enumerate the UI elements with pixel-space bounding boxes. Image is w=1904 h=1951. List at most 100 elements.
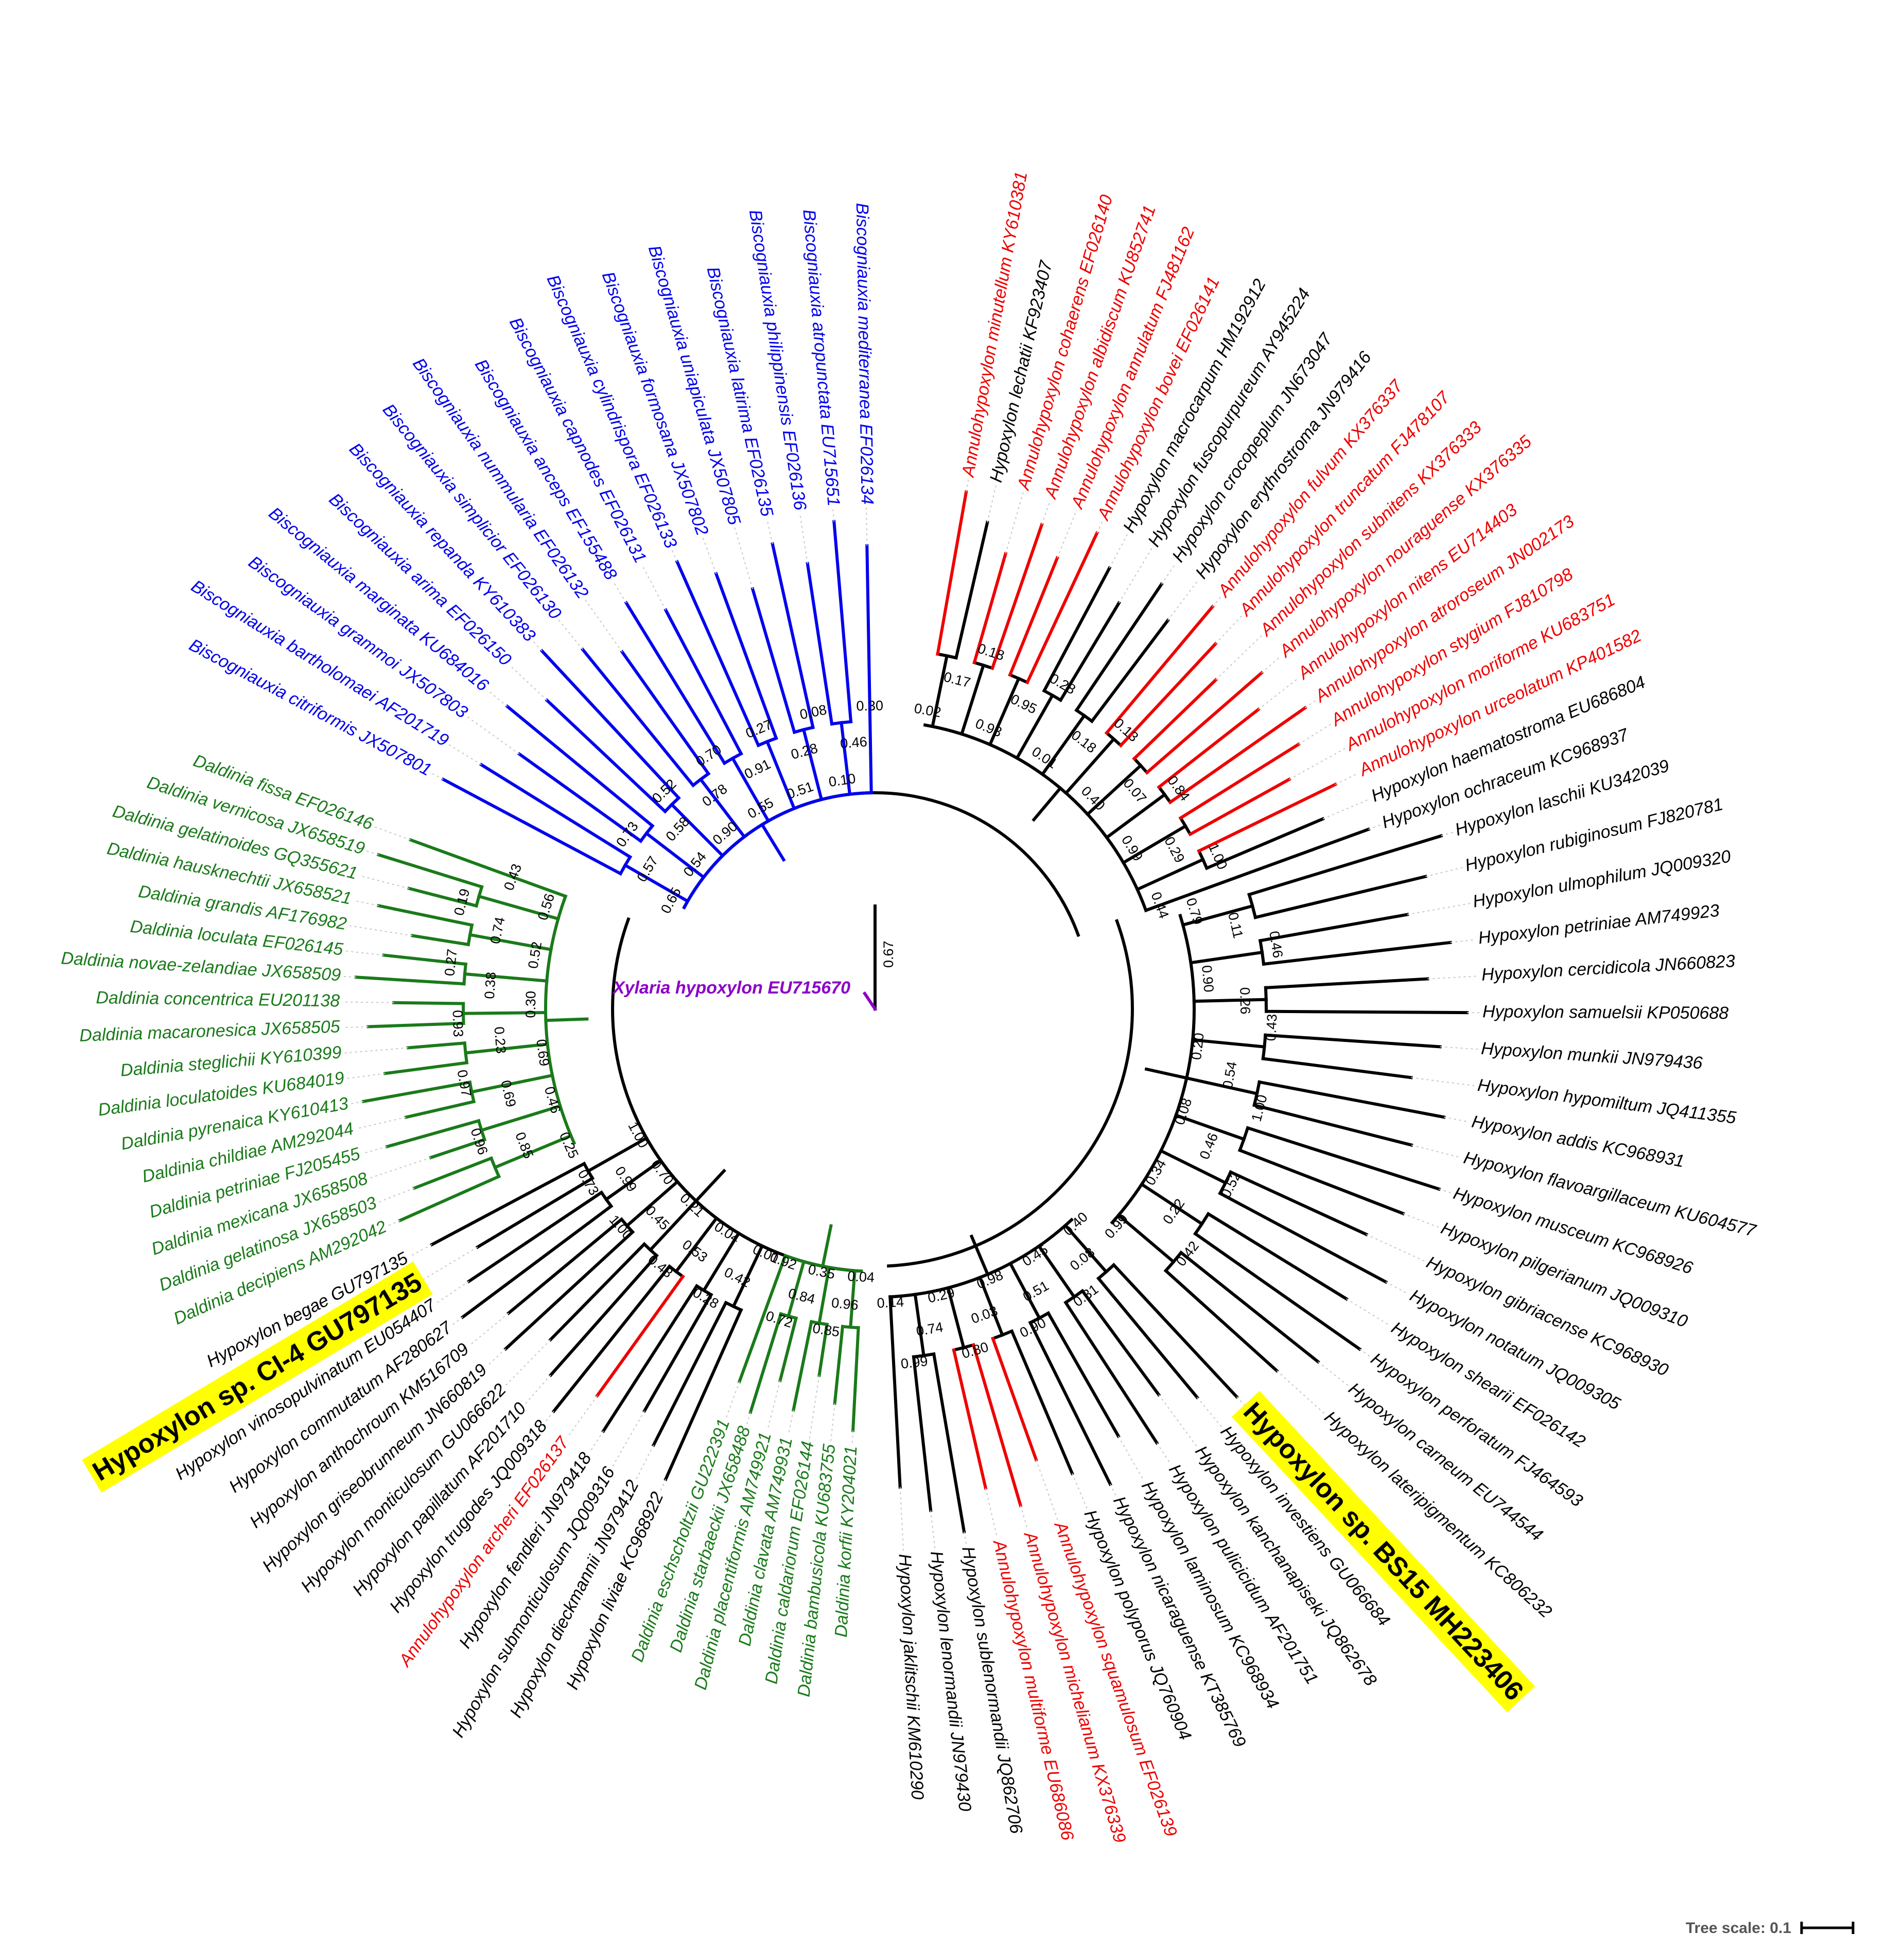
leader-line (1117, 1436, 1144, 1481)
clade-stem-annulohypoxylon-group (1032, 786, 1063, 822)
leader-line (1215, 635, 1262, 681)
leaf-branch (1074, 582, 1164, 712)
leaf-branch (1206, 1211, 1349, 1301)
leader-line (356, 1117, 407, 1129)
support-value: 0.58 (663, 814, 693, 844)
leaf-branch (407, 886, 479, 908)
leader-line (1298, 723, 1331, 745)
internal-arc (936, 652, 958, 660)
support-value: 0.08 (798, 702, 828, 722)
leader-line (702, 537, 717, 574)
support-value: 0.30 (856, 698, 883, 714)
internal-branch (817, 1265, 831, 1325)
internal-branch (624, 1179, 680, 1228)
leaf-branch (548, 1253, 659, 1378)
leaf-branch (620, 650, 711, 776)
leaf-branch (1008, 555, 1059, 677)
leader-lines (343, 479, 1480, 1551)
leader-line (1317, 1361, 1349, 1386)
internal-arc (462, 962, 468, 986)
leaf-branch (1218, 1191, 1388, 1284)
leader-line (734, 527, 754, 589)
leader-line (589, 1431, 604, 1453)
support-value: 0.44 (1148, 890, 1172, 921)
leader-line (486, 1348, 506, 1367)
internal-arc (691, 771, 711, 788)
support-value: 0.34 (1142, 1157, 1169, 1188)
root-support: 0.67 (881, 940, 896, 968)
support-value: 0.20 (1189, 1032, 1207, 1061)
leaf-branch (548, 1242, 647, 1342)
backbone-arc-right (887, 919, 1134, 1268)
internal-branch (648, 1198, 698, 1252)
support-value: 0.23 (491, 1026, 509, 1054)
clade-stem-hypoxylon-bottom-right (969, 1234, 990, 1277)
leaf-branch (412, 1156, 494, 1190)
leaf-label: Hypoxylon petriniae AM749923 (1477, 901, 1721, 948)
support-value: 0.04 (711, 1218, 742, 1246)
leaf-branch (1247, 834, 1443, 897)
leader-line (726, 1381, 740, 1418)
highlight-box (1231, 1390, 1535, 1713)
internal-branch (730, 756, 771, 823)
support-value: 0.30 (523, 991, 539, 1018)
support-value: 0.99 (900, 1353, 929, 1372)
leader-line (851, 1430, 854, 1443)
leader-line (467, 716, 520, 755)
leader-line (436, 1281, 469, 1303)
leaf-branch (1163, 1268, 1279, 1373)
leader-line (344, 1047, 409, 1054)
leaf-branch (771, 542, 815, 729)
backbone-arc-top (682, 791, 1080, 937)
leader-line (345, 950, 384, 956)
internal-branch (1174, 1113, 1246, 1141)
leaf-branch (832, 520, 853, 724)
leaf-branch (642, 1293, 713, 1413)
leaf-branch (475, 1176, 595, 1249)
leaf-branch (1257, 1080, 1446, 1119)
leaf-branch (377, 903, 474, 927)
leader-line (448, 744, 482, 765)
internal-arc (638, 824, 655, 843)
leaf-branch (1025, 531, 1099, 685)
internal-branch (1121, 824, 1188, 865)
internal-branch (479, 1104, 563, 1133)
leader-line (866, 508, 868, 546)
internal-arc (463, 1041, 469, 1065)
internal-arc (1193, 1211, 1211, 1236)
leader-line (388, 1220, 400, 1226)
leaf-branch (1253, 875, 1428, 919)
leader-line (1346, 1298, 1390, 1326)
leaf-branch (1144, 827, 1371, 913)
leader-line (987, 485, 997, 523)
leader-line (1096, 521, 1103, 534)
leader-line (409, 1244, 432, 1257)
internal-arc (466, 923, 474, 947)
leader-line (966, 479, 969, 492)
leader-line (378, 1187, 415, 1203)
leaf-branch (441, 777, 623, 876)
leaf-branch (404, 1100, 476, 1119)
internal-branch (1063, 737, 1116, 795)
support-value: 0.14 (877, 1294, 904, 1311)
leader-line (362, 1146, 388, 1154)
leader-line (788, 1409, 794, 1435)
leaf-branch (385, 1119, 481, 1149)
internal-branch (765, 739, 796, 811)
leaf-branch (601, 1283, 699, 1433)
internal-branch (1135, 857, 1205, 892)
leaf-branch (1096, 1276, 1199, 1400)
leaf-branch (479, 762, 633, 859)
internal-arc (1258, 938, 1266, 966)
internal-branch (959, 663, 986, 736)
leader-line (533, 641, 543, 652)
leaf-branch (778, 1316, 798, 1383)
leaf-branch (429, 1138, 487, 1160)
leader-line (1450, 939, 1476, 943)
internal-branch (977, 1275, 1005, 1337)
leader-line (1441, 831, 1453, 837)
outgroup-label: Xylaria hypoxylon EU715670 (612, 978, 850, 998)
support-value: 0.19 (451, 887, 473, 917)
clade-stem-biscogniauxia (760, 822, 786, 862)
leaf-branch (1204, 816, 1325, 870)
